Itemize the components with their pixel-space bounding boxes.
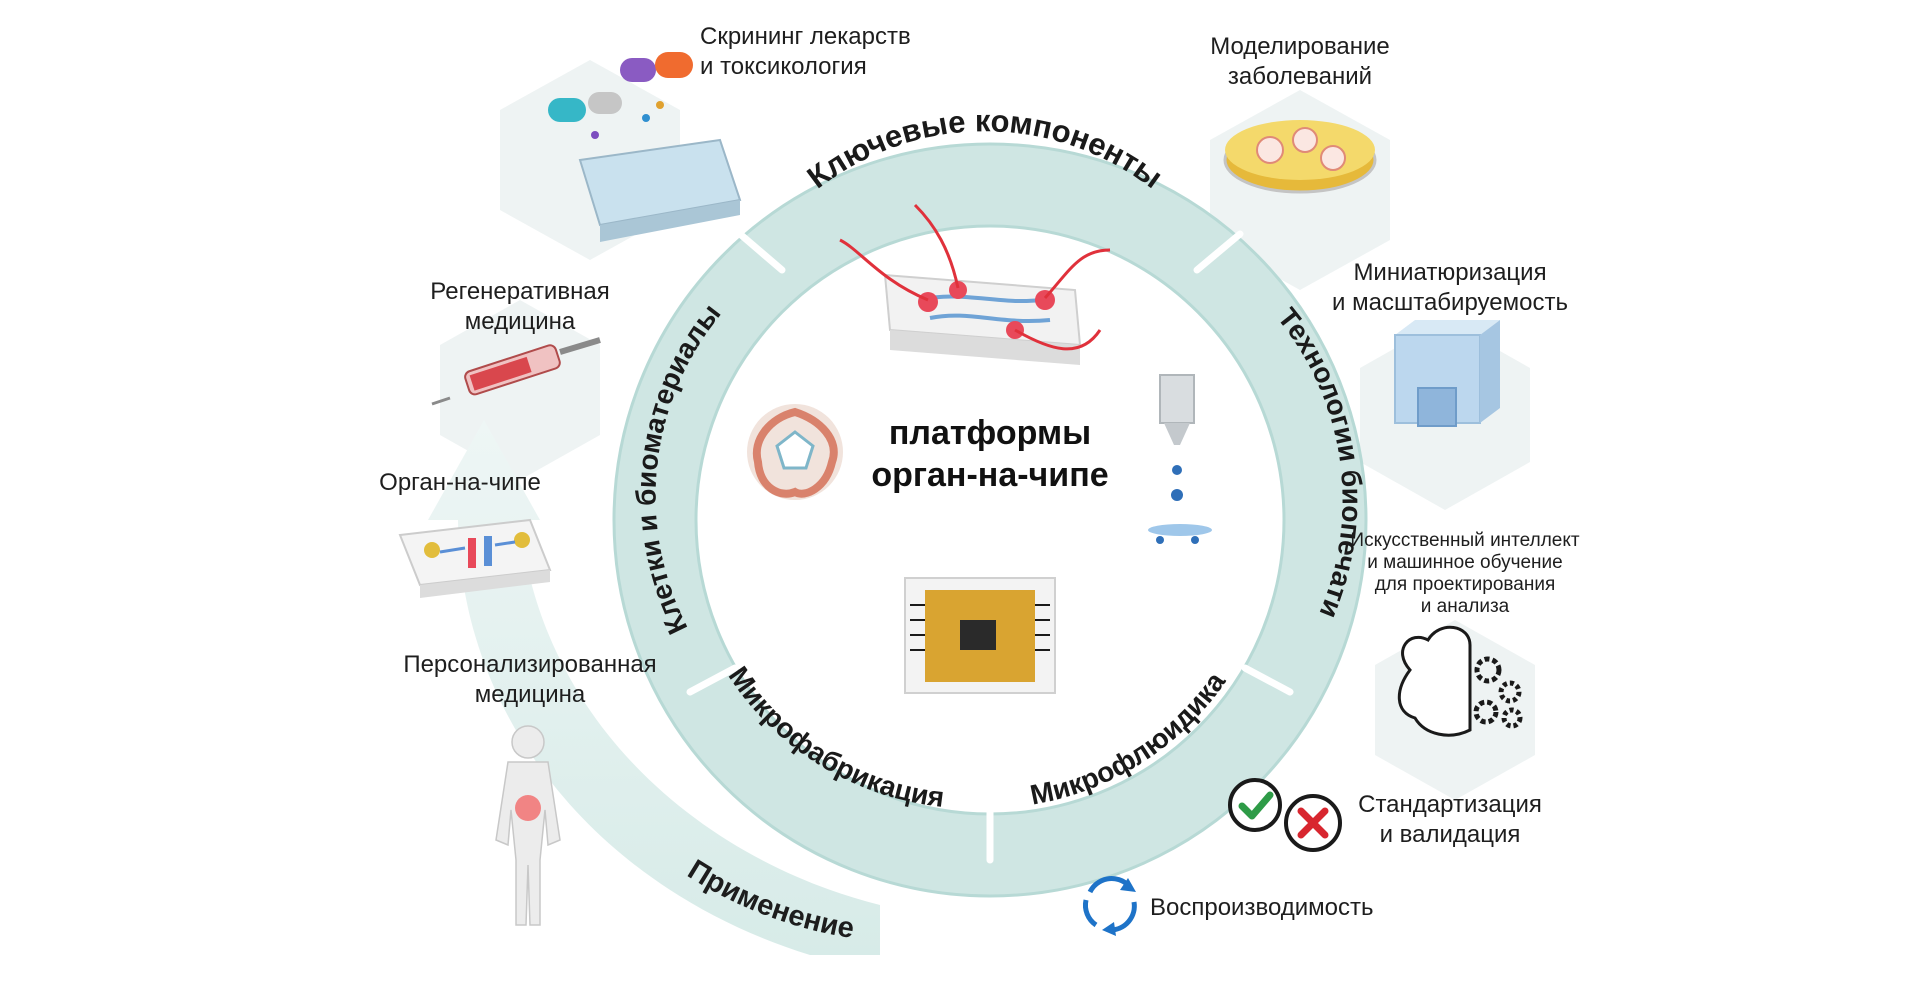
ring-outer-edge xyxy=(612,142,1368,898)
label-personalized: Персонализированная медицина xyxy=(403,651,657,708)
label-organ-on-chip: Орган-на-чипе xyxy=(379,469,541,496)
label-reproducibility: Воспроизводимость xyxy=(1150,894,1374,921)
microchip-icon xyxy=(904,577,1056,694)
tissue-organoid-icon xyxy=(747,404,843,500)
label-disease-modeling: Моделирование заболеваний xyxy=(1210,33,1390,90)
components-ring: Ключевые компоненты Клетки и биоматериал… xyxy=(612,103,1368,898)
application-arrow-body xyxy=(428,420,880,955)
cross-icon xyxy=(1284,794,1342,852)
drug-screening-icon xyxy=(548,52,742,242)
bioprinter-nozzle-icon xyxy=(1148,374,1212,544)
label-ai: Искусственный интеллект и машинное обуче… xyxy=(1350,530,1580,617)
label-regenerative: Регенеративная медицина xyxy=(430,278,610,335)
petri-dish-icon xyxy=(1223,120,1377,194)
label-standardization: Стандартизация и валидация xyxy=(1358,791,1542,848)
microfluidic-chip-icon xyxy=(839,203,1111,365)
center-title-line2: орган-на-чипе xyxy=(871,456,1109,494)
check-icon xyxy=(1228,778,1282,832)
center-title-line1: платформы xyxy=(888,414,1092,452)
syringe-icon xyxy=(431,337,601,406)
label-drug-screening: Скрининг лекарств и токсикология xyxy=(700,23,911,80)
cube-scalability-icon xyxy=(1394,320,1500,427)
ai-brain-gears-icon xyxy=(1397,625,1523,737)
ring-separators xyxy=(686,230,1294,864)
cycle-arrows-icon xyxy=(1082,876,1137,936)
center-title: платформы орган-на-чипе xyxy=(830,412,1150,496)
organ-chip-icon xyxy=(398,518,552,598)
label-miniaturization: Миниатюризация и масштабируемость xyxy=(1332,259,1568,316)
human-body-icon xyxy=(495,725,561,926)
ring-center-disc xyxy=(698,228,1282,812)
